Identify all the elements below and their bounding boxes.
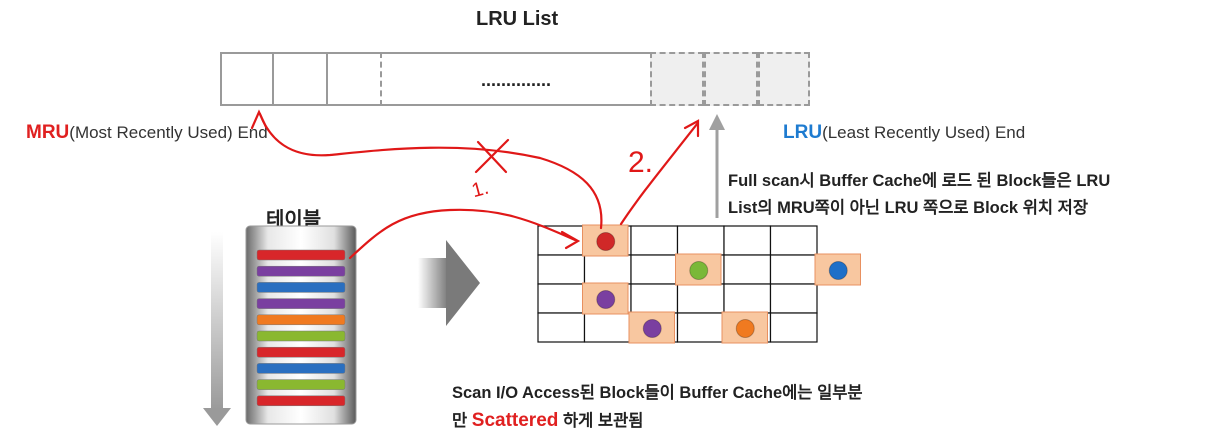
cached-block-dot: [596, 232, 616, 251]
table-row-stripe: [256, 265, 346, 277]
mru-block-cell: [274, 52, 328, 106]
cached-block-dot: [689, 261, 709, 280]
lru-list-ellipsis: ..............: [480, 70, 551, 90]
table-row-stripe: [256, 298, 346, 309]
scan-note-suffix: 하게 보관됨: [558, 412, 644, 430]
lru-block-cell: [758, 52, 810, 106]
cache-cell: [583, 312, 632, 343]
cache-cell: [723, 225, 772, 256]
handdrawn-annotations: [250, 109, 700, 260]
table-row-stripe: [256, 363, 346, 374]
cache-cell: [583, 254, 632, 285]
mru-block-cell: [328, 52, 382, 106]
table-row-stripe: [256, 330, 346, 342]
cache-cell: [537, 254, 586, 285]
full-scan-note-line1: Full scan시 Buffer Cache에 로드 된 Block들은 LR…: [728, 172, 1111, 190]
table-row-stripe: [256, 379, 346, 390]
table-row-stripe: [256, 314, 346, 326]
scan-note-line1: Scan I/O Access된 Block들이 Buffer Cache에는 …: [452, 384, 863, 402]
cache-cell: [630, 225, 679, 256]
lru-block-cell: [704, 52, 758, 106]
cached-block-dot: [596, 290, 616, 309]
cache-cell: [676, 225, 725, 256]
cached-block-highlight: [675, 253, 722, 286]
table-row-stripe: [256, 346, 346, 358]
table-row-stripe: [256, 395, 346, 407]
lru-description: (Least Recently Used) End: [822, 123, 1026, 142]
lru-list-bar: ..............: [220, 52, 810, 106]
cached-block-dot: [828, 261, 848, 280]
scan-note: Scan I/O Access된 Block들이 Buffer Cache에는 …: [452, 380, 972, 435]
step1-label: 1.: [469, 177, 491, 203]
scan-note-prefix: 만: [452, 412, 472, 430]
cache-cell: [676, 283, 725, 314]
mru-block-cell: [220, 52, 274, 106]
cache-cell: [769, 312, 818, 343]
full-scan-note: Full scan시 Buffer Cache에 로드 된 Block들은 LR…: [728, 168, 1198, 222]
cache-cell: [630, 283, 679, 314]
transfer-arrow: [418, 240, 480, 326]
cache-cell: [769, 225, 818, 256]
cache-cell: [676, 312, 725, 343]
full-scan-note-line2: List의 MRU쪽이 아닌 LRU 쪽으로 Block 위치 저장: [728, 199, 1089, 217]
table-cylinder: [245, 225, 357, 425]
lru-insert-arrow: [709, 114, 725, 218]
scattered-emphasis: Scattered: [471, 410, 559, 431]
cached-block-dot: [642, 319, 662, 338]
diagram-title: LRU List: [476, 8, 559, 30]
table-row-stripe: [256, 249, 346, 261]
scan-note-line2: 만 Scattered 하게 보관됨: [452, 407, 972, 435]
cache-cell: [723, 283, 772, 314]
table-row-stripe: [256, 282, 346, 293]
cache-cell: [630, 254, 679, 285]
scan-direction-arrow: [203, 232, 231, 426]
step2-label: 2.: [628, 146, 653, 179]
cache-cell: [769, 283, 818, 314]
mru-end-label: MRU(Most Recently Used) End: [26, 122, 268, 144]
cache-cell: [537, 312, 586, 343]
cache-cell: [723, 254, 772, 285]
mru-description: (Most Recently Used) End: [69, 123, 268, 142]
lru-block-cell: [650, 52, 704, 106]
cached-block-dot: [735, 319, 755, 338]
lru-end-label: LRU(Least Recently Used) End: [783, 122, 1025, 144]
lru-abbr: LRU: [783, 122, 823, 143]
mru-abbr: MRU: [26, 122, 70, 143]
cache-cell: [769, 254, 818, 285]
buffer-cache-grid: [537, 224, 861, 344]
cache-cell: [537, 283, 586, 314]
